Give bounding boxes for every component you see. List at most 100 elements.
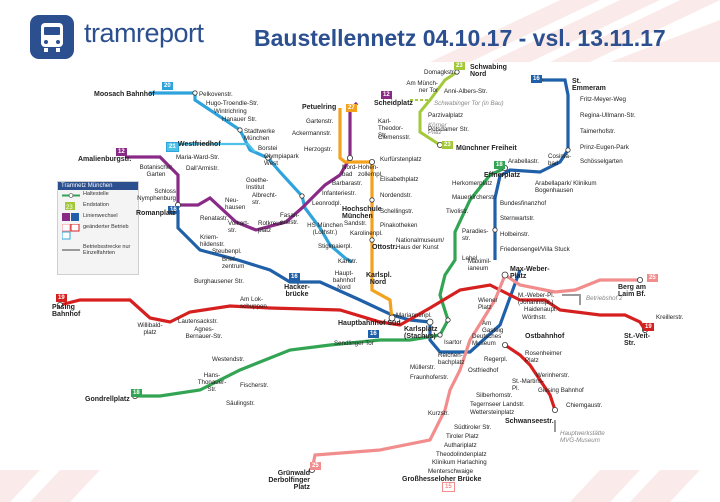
station-westend: Westendstr.	[212, 356, 245, 363]
station-theodolinden: Theodolindenplatz	[436, 451, 487, 458]
station-hugo: Hugo-Troendle-Str.	[206, 100, 259, 107]
legend-item-terminus: 23 Endstation	[65, 202, 109, 211]
station-friedensengel: Friedensengel/Villa Stuck	[500, 246, 570, 253]
station-potsdamer: Potsdamer Str.	[428, 126, 469, 133]
tram-logo-icon	[30, 15, 74, 59]
station-hackerbruecke: Hacker-brücke	[284, 284, 310, 298]
header-stripes	[430, 0, 720, 62]
station-menterschwaige: Menterschwaige	[428, 468, 474, 475]
station-stiglmaier: Stiglmaierpl.	[318, 243, 353, 250]
station-haidenau: Haidenaupl.	[524, 306, 558, 313]
line-badge-25-gruen: 25	[310, 462, 321, 470]
station-hochschule: Hochschule München	[342, 206, 382, 220]
station-schloss: Schloss Nymphenburg	[137, 188, 176, 202]
legend-title: Tramnetz München	[58, 182, 138, 190]
station-albrecht: Albrecht-str.	[252, 192, 277, 206]
station-tiroler: Tiroler Platz	[446, 433, 479, 440]
line-badge-19-stveit: 19	[643, 323, 654, 331]
station-wienerplatz: Wiener Platz	[478, 297, 498, 311]
line-badge-19-pasing: 19	[56, 294, 67, 302]
station-burghausener: Burghausener Str.	[194, 278, 244, 285]
line-badge-23-mf: 23	[442, 141, 453, 149]
station-leonrod: Leonrodpl.	[312, 200, 342, 207]
station-werinher: Werinherstr.	[536, 372, 570, 379]
line-badge-27: 27	[346, 104, 357, 112]
station-botanischer: Botanischer Garten	[139, 164, 173, 178]
map-legend: Tramnetz München Haltestelle 23 Endstati…	[57, 181, 139, 275]
station-hs: HS München (Lothstr.)	[307, 222, 343, 236]
station-tivoli: Tivolistr.	[446, 208, 469, 215]
station-sandstr: Sandstr.	[344, 220, 367, 227]
station-schoesselgarten: Schösselgarten	[580, 158, 623, 165]
legend-item-changed-service: geänderter Betrieb	[58, 223, 138, 243]
station-karolinen: Karolinenpl.	[350, 230, 383, 237]
station-stadtwerke: Stadtwerke München	[244, 128, 275, 142]
station-ackermann: Ackermannstr.	[292, 130, 332, 137]
page-title: Baustellennetz 04.10.17 - vsl. 13.11.17	[254, 25, 666, 51]
station-petuelring: Petuelring	[302, 104, 337, 111]
station-hohenzollern: Hohen-zollernpl.	[358, 164, 383, 178]
station-elisabeth: Elisabethplatz	[380, 176, 419, 183]
station-rosenheimer: Rosenheimer Platz	[525, 350, 562, 364]
line-23-track	[418, 70, 458, 147]
station-authari: Authariplatz	[444, 442, 477, 449]
station-ammuenchner: Am Münch-ner Tor	[406, 80, 438, 94]
station-hauptbahnhofsued: Hauptbahnhof Süd	[338, 320, 401, 327]
line-25-track	[310, 272, 640, 471]
station-goethe: Goethe-Institut	[246, 177, 269, 191]
station-ottostr: Ottostr.	[372, 244, 397, 251]
station-cosimabad: Cosima-bad	[548, 153, 572, 167]
station-willibald: Willibald-platz	[137, 322, 163, 336]
station-stemmeram: St. Emmeram	[572, 78, 606, 92]
station-fritzmeyer: Fritz-Meyer-Weg	[580, 96, 626, 103]
station-gartenstr: Gartenstr.	[306, 118, 334, 125]
station-koernerplatz: Körner Platz	[428, 122, 447, 136]
station-effnerplatz: Effnerplatz	[484, 172, 521, 179]
station-schwabingnord: Schwabing Nord	[470, 64, 507, 78]
station-ostbahnhof: Ostbahnhof	[525, 333, 565, 340]
station-ostfriedhof: Ostfriedhof	[468, 367, 499, 374]
line-badge-23: 23	[454, 62, 465, 70]
station-silberhorn: Silberhornstr.	[476, 392, 513, 399]
station-schwabingertor: Schwabinger Tor (in Bau)	[434, 100, 504, 107]
line-16-north	[493, 78, 570, 260]
station-fraunhofer: Fraunhoferstr.	[410, 374, 449, 381]
station-hbfnord: Haupt-bahnhof Nord	[332, 270, 356, 291]
station-arabellapark: Arabellapark/ Klinikum Bogenhausen	[535, 180, 597, 194]
station-lehel: Lehel	[462, 255, 478, 262]
station-woerth: Wörthstr.	[522, 314, 547, 321]
station-holbein: Holbeinstr.	[500, 231, 530, 238]
station-isartor: Isartor	[444, 339, 462, 346]
station-grosshesseloher: Großhesseloher Brücke	[402, 476, 482, 483]
station-deutschesmuseum: Deutsches Museum	[472, 333, 502, 347]
station-reichenbach: Reichen-bachplatz	[438, 352, 465, 366]
station-suedtiroler: Südtiroler Str.	[454, 424, 492, 431]
station-karlstr: Karlstr.	[338, 258, 358, 265]
station-pelkoven: Pelkovenstr.	[199, 91, 233, 98]
station-volkart: Volkart-str.	[228, 220, 249, 234]
station-fasanerie: Fasan-eriestr.	[280, 212, 300, 226]
station-hanauer: Hanauer Str.	[222, 116, 257, 123]
station-karltheodor: Karl-Theodor-Str.	[378, 118, 404, 139]
station-reger: Regerpl.	[484, 356, 508, 363]
station-muenchnerfreiheit: Münchner Freiheit	[456, 145, 517, 152]
station-amgasteig: Am Gasteig	[482, 320, 504, 334]
line-badge-12-scheid: 12	[381, 91, 392, 99]
station-wetterstein: Wettersteinplatz	[470, 409, 515, 416]
station-annialbers: Anni-Albers-Str.	[444, 88, 488, 95]
station-fischer: Fischerstr.	[240, 382, 269, 389]
station-nordbad: Nord-bad	[342, 164, 358, 178]
station-herkomer: Herkomerplatz	[452, 180, 493, 187]
legend-item-service-track: Betriebsstrecke nur Einzelfahrten	[62, 244, 131, 256]
station-taimerhof: Taimerhofstr.	[580, 128, 616, 135]
footer-stripes	[0, 470, 700, 502]
station-infanterie: Infanteriestr.	[322, 190, 357, 197]
station-romanplatz: Romanplatz	[136, 210, 176, 217]
line-badge-16-sendlinger: 16	[368, 330, 379, 338]
station-agnesbernauer: Agnes-Bernauer-Str.	[185, 326, 223, 340]
station-arabellastr: Arabellastr.	[508, 158, 539, 165]
station-neuhausen: Neu-hausen	[225, 197, 246, 211]
station-mariannenpl: Mariannenpl.	[396, 312, 432, 319]
line-badge-15: 15	[442, 482, 455, 492]
